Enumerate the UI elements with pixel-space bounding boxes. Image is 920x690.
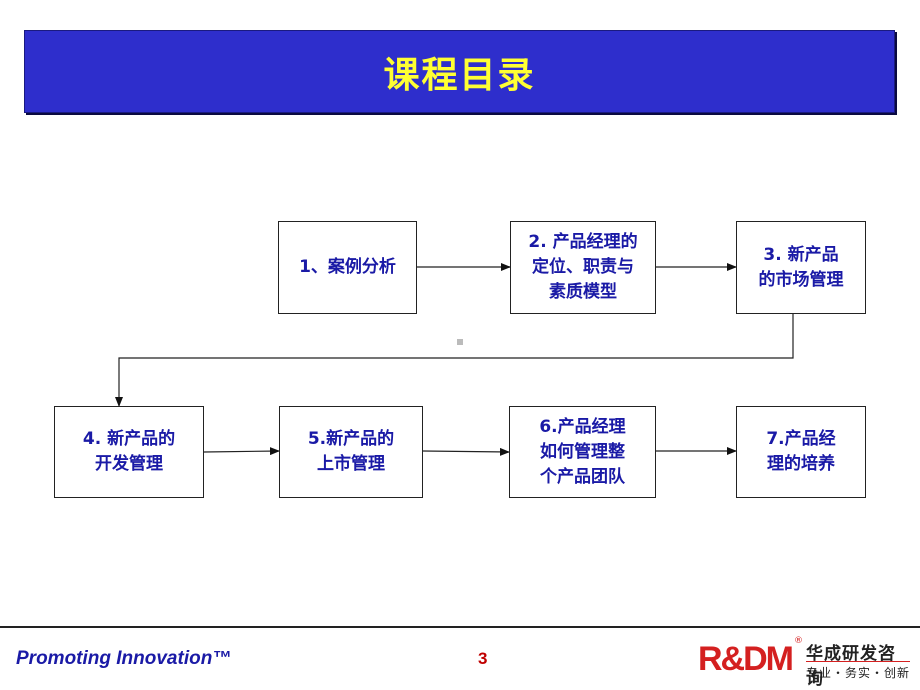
- node-market-management: 3. 新产品 的市场管理: [736, 221, 866, 314]
- logo-company-name: 华成研发咨询: [806, 644, 896, 689]
- node-label: 4. 新产品的 开发管理: [82, 429, 176, 474]
- page-title: 课程目录: [383, 54, 536, 96]
- edge-5-6: [422, 447, 510, 456]
- page-number: 3: [478, 649, 488, 668]
- title-banner: 课程目录: [24, 30, 895, 113]
- node-pm-positioning: 2. 产品经理的 定位、职责与 素质模型: [510, 221, 656, 314]
- logo-slogan: 专业・务实・创新: [806, 666, 911, 680]
- footer-divider: [0, 626, 920, 628]
- node-development-management: 4. 新产品的 开发管理: [54, 406, 204, 498]
- node-case-analysis: 1、案例分析: [278, 221, 417, 314]
- node-label: 5.新产品的 上市管理: [307, 429, 395, 474]
- logo-divider: [806, 661, 910, 662]
- footer-tagline: Promoting Innovation™: [16, 648, 232, 669]
- node-label: 3. 新产品 的市场管理: [758, 244, 844, 290]
- registered-mark: ®: [794, 636, 803, 646]
- logo-mark: R&DM: [698, 640, 794, 678]
- edge-4-5: [203, 447, 280, 456]
- node-pm-cultivation: 7.产品经 理的培养: [736, 406, 866, 498]
- node-label: 6.产品经理 如何管理整 个产品团队: [539, 416, 626, 487]
- placeholder-marker: [457, 339, 463, 345]
- node-launch-management: 5.新产品的 上市管理: [279, 406, 423, 498]
- company-logo: R&DM ® 华成研发咨询 专业・务实・创新: [698, 636, 912, 689]
- node-team-management: 6.产品经理 如何管理整 个产品团队: [509, 406, 656, 498]
- edge-3-4: [115, 314, 794, 407]
- node-label: 2. 产品经理的 定位、职责与 素质模型: [528, 232, 638, 302]
- node-label: 7.产品经 理的培养: [766, 429, 836, 474]
- node-label: 1、案例分析: [299, 257, 396, 277]
